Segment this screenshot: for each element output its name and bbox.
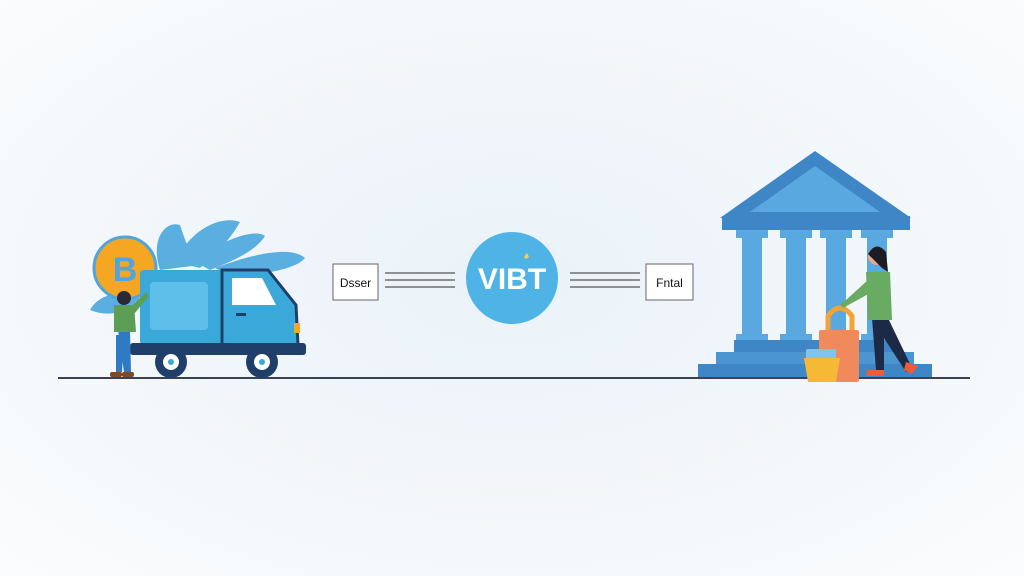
truck-chassis [130,343,306,355]
truck-light [294,323,300,333]
truck-window [232,278,276,305]
left-connector-lines [385,272,455,288]
cash-bucket [804,349,840,382]
right-label: Fntal [656,276,683,290]
right-label-card: Fntal [645,263,694,301]
bank-entablature [722,216,910,230]
person-left [110,291,149,377]
truck-wheel-rear [155,346,187,378]
truck-cargo-panel [150,282,208,330]
sparkle-icon [524,253,529,259]
bank-building-illustration [698,151,932,382]
delivery-truck-illustration: B [90,220,306,378]
right-connector-lines [570,272,640,288]
bitcoin-icon: B [113,251,138,289]
person-right [840,246,918,376]
center-label: VIBT [478,263,546,296]
left-label-card: Dsser [332,263,379,301]
left-label: Dsser [340,276,371,290]
truck-door-handle [236,313,246,316]
truck-wheel-front [246,346,278,378]
center-node: VIBT [466,232,558,324]
